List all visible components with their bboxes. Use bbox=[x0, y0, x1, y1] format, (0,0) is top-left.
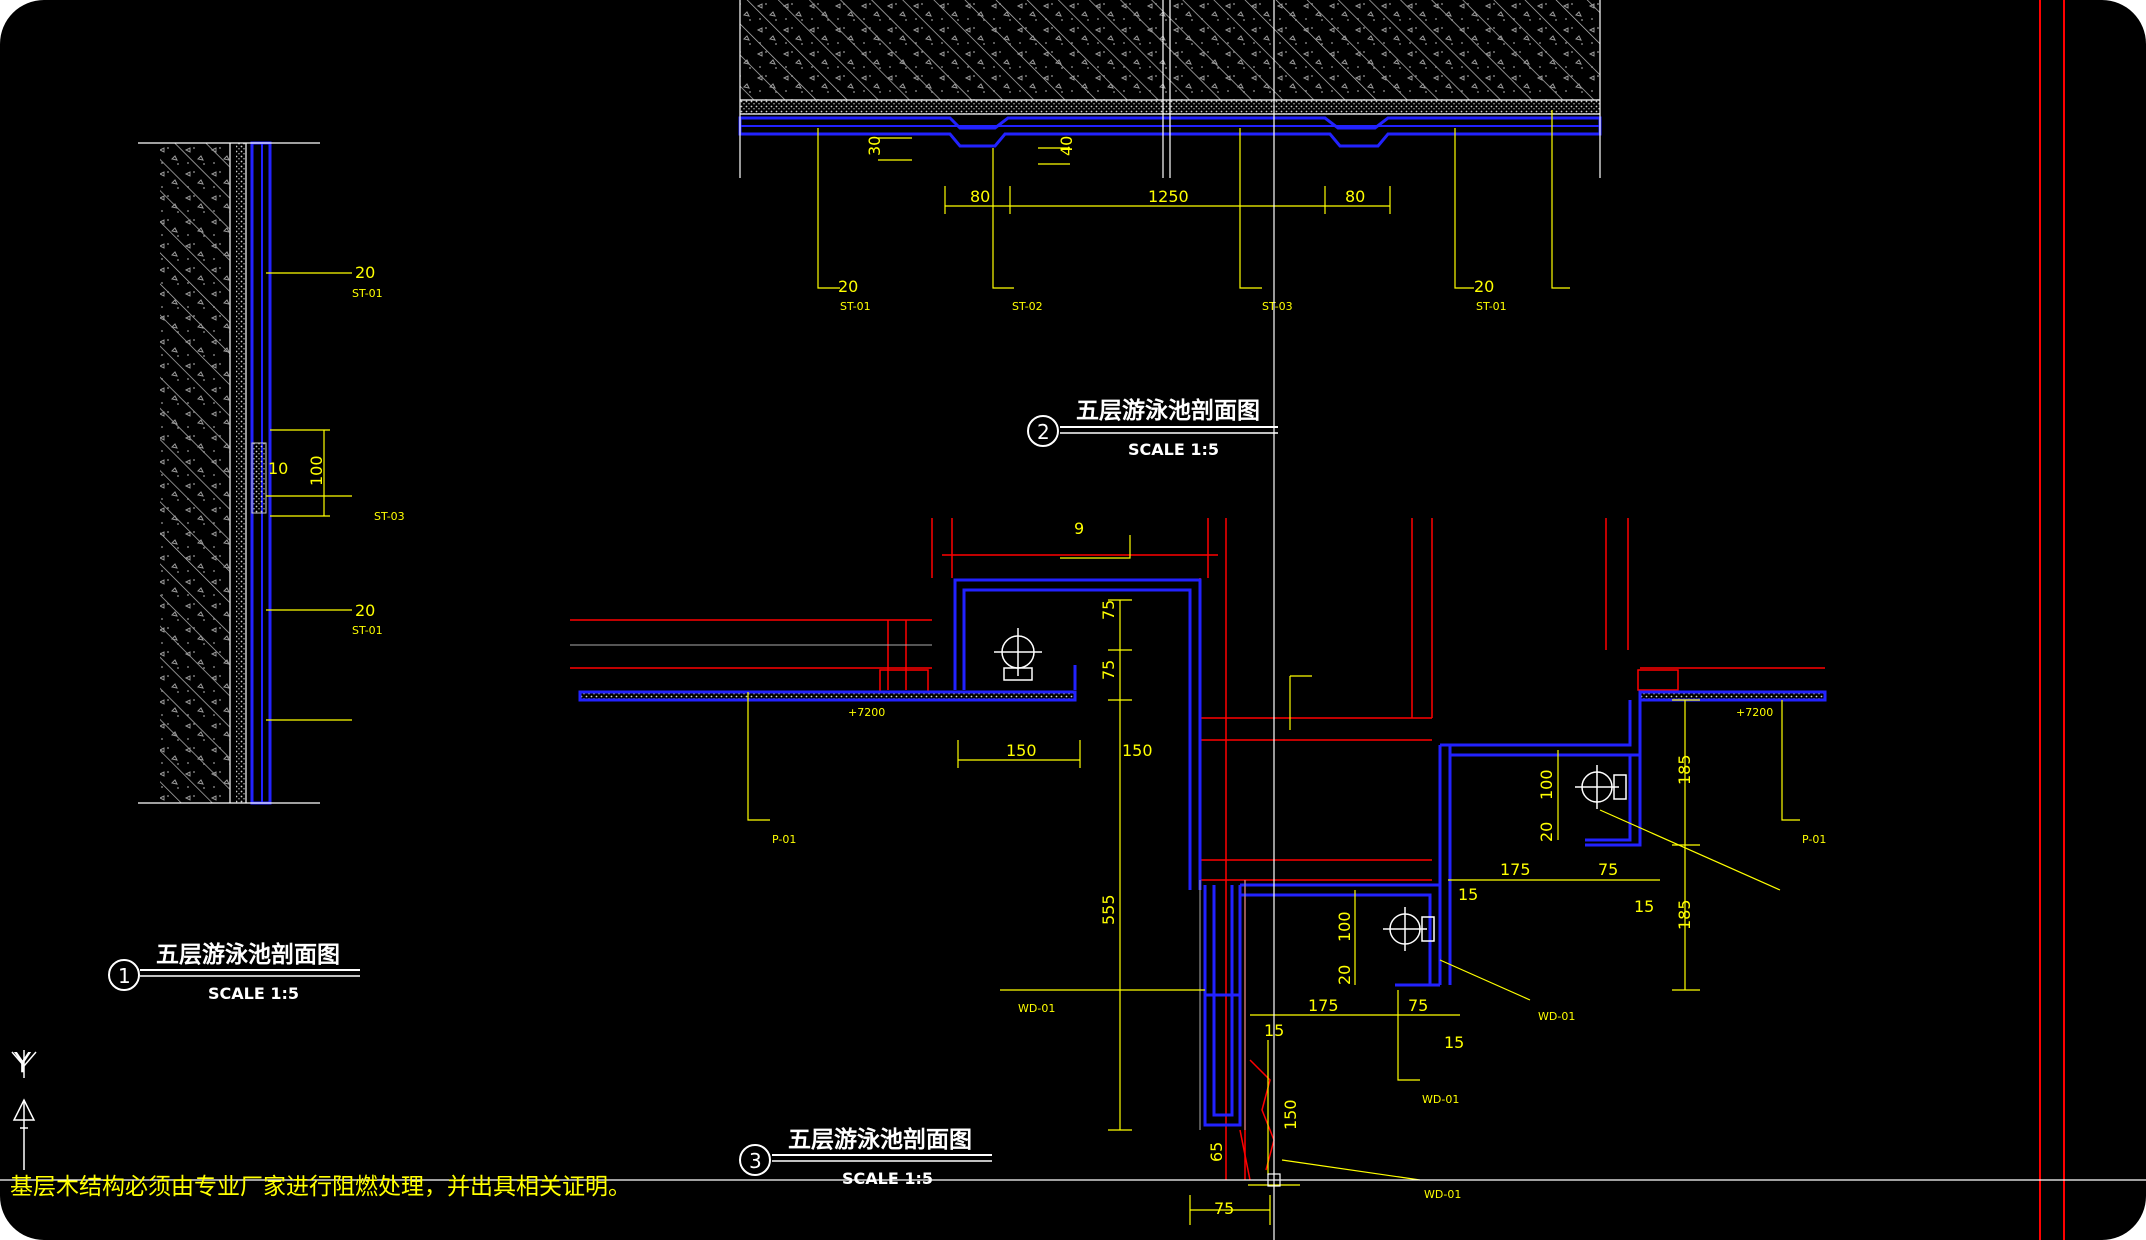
ucs-y-axis-icon bbox=[12, 1098, 36, 1170]
s3-level-right: +7200 bbox=[1736, 706, 1773, 719]
s3-tag-code: WD-01 bbox=[1018, 1002, 1055, 1015]
s3-dim-150-right: 150 bbox=[1122, 741, 1153, 760]
s3-dim-15-b: 15 bbox=[1634, 897, 1654, 916]
s3-dim-20-mid: 20 bbox=[1335, 965, 1354, 985]
s1-tag-size: 20 bbox=[355, 601, 375, 620]
s2-tag-code: ST-01 bbox=[1476, 300, 1507, 313]
s2-dim-80-right: 80 bbox=[1345, 187, 1365, 206]
sheet-border bbox=[2039, 0, 2065, 1240]
s2-number: 2 bbox=[1037, 420, 1050, 444]
s3-number: 3 bbox=[749, 1149, 762, 1173]
s3-dim-555: 555 bbox=[1099, 894, 1118, 925]
footnote-text: 基层木结构必须由专业厂家进行阻燃处理，并出具相关证明。 bbox=[10, 1174, 631, 1200]
s3-dim-100-right: 100 bbox=[1537, 769, 1556, 800]
s2-tag-code: ST-03 bbox=[1262, 300, 1293, 313]
s3-dim-15-a: 15 bbox=[1458, 885, 1478, 904]
s1-tag-size: 20 bbox=[355, 263, 375, 282]
s3-dim-75-mid: 75 bbox=[1408, 996, 1428, 1015]
s3-dim-150: 150 bbox=[1281, 1099, 1300, 1130]
s3-dim-75-right: 75 bbox=[1598, 860, 1618, 879]
s1-tag-code: ST-03 bbox=[374, 510, 405, 523]
s3-tag-code: WD-01 bbox=[1422, 1093, 1459, 1106]
s1-tag-code: ST-01 bbox=[352, 287, 383, 300]
s3-dim-75-bottom: 75 bbox=[1099, 660, 1118, 680]
s1-dim-10: 10 bbox=[268, 459, 288, 478]
s2-scale: SCALE 1:5 bbox=[1128, 440, 1219, 459]
section-1-detail[interactable] bbox=[138, 141, 352, 805]
ucs-arrow-icon bbox=[11, 1050, 37, 1078]
section-3-title-block bbox=[739, 1144, 992, 1176]
s3-dim-20-right: 20 bbox=[1537, 822, 1556, 842]
s3-dim-185-top: 185 bbox=[1675, 754, 1694, 785]
section-2-detail[interactable] bbox=[738, 0, 1602, 289]
s2-dim-1250: 1250 bbox=[1148, 187, 1189, 206]
s3-tag-code: WD-01 bbox=[1424, 1188, 1461, 1201]
s3-dim-185-bottom: 185 bbox=[1675, 899, 1694, 930]
s3-dim-100-mid: 100 bbox=[1335, 911, 1354, 942]
s3-tag-code: P-01 bbox=[772, 833, 796, 846]
s2-dim-80-left: 80 bbox=[970, 187, 990, 206]
s3-dim-15-mid: 15 bbox=[1444, 1033, 1464, 1052]
s1-number: 1 bbox=[118, 964, 131, 988]
s3-dim-15-small: 15 bbox=[1264, 1021, 1284, 1040]
s3-dim-75-top: 75 bbox=[1099, 600, 1118, 620]
s2-dim-40: 40 bbox=[1057, 136, 1076, 156]
s3-level-left: +7200 bbox=[848, 706, 885, 719]
s3-tag-code: WD-01 bbox=[1538, 1010, 1575, 1023]
ucs-y-label: Y bbox=[13, 1046, 32, 1079]
s2-tag-code: ST-02 bbox=[1012, 300, 1043, 313]
light-fixture-icon bbox=[994, 628, 1627, 951]
s3-dim-175-right: 175 bbox=[1500, 860, 1531, 879]
s3-dim-65: 65 bbox=[1207, 1142, 1226, 1162]
s3-title: 五层游泳池剖面图 bbox=[788, 1126, 972, 1153]
s2-tag-code: ST-01 bbox=[840, 300, 871, 313]
section-1-title-block bbox=[108, 959, 360, 991]
s3-tag-code: P-01 bbox=[1802, 833, 1826, 846]
s2-title: 五层游泳池剖面图 bbox=[1076, 397, 1260, 424]
s1-tag-code: ST-01 bbox=[352, 624, 383, 637]
s3-dim-75-bottom: 75 bbox=[1214, 1199, 1234, 1218]
s2-dim-30: 30 bbox=[865, 136, 884, 156]
s1-dim-100: 100 bbox=[307, 455, 326, 486]
section-2-title-block bbox=[1027, 415, 1278, 447]
s3-dim-150-left: 150 bbox=[1006, 741, 1037, 760]
s3-tag-size: 9 bbox=[1074, 519, 1084, 538]
s3-dim-175-mid: 175 bbox=[1308, 996, 1339, 1015]
s2-tag-size: 20 bbox=[1474, 277, 1494, 296]
s2-tag-size: 20 bbox=[838, 277, 858, 296]
s1-title: 五层游泳池剖面图 bbox=[156, 941, 340, 968]
s3-scale: SCALE 1:5 bbox=[842, 1169, 933, 1188]
s1-scale: SCALE 1:5 bbox=[208, 984, 299, 1003]
